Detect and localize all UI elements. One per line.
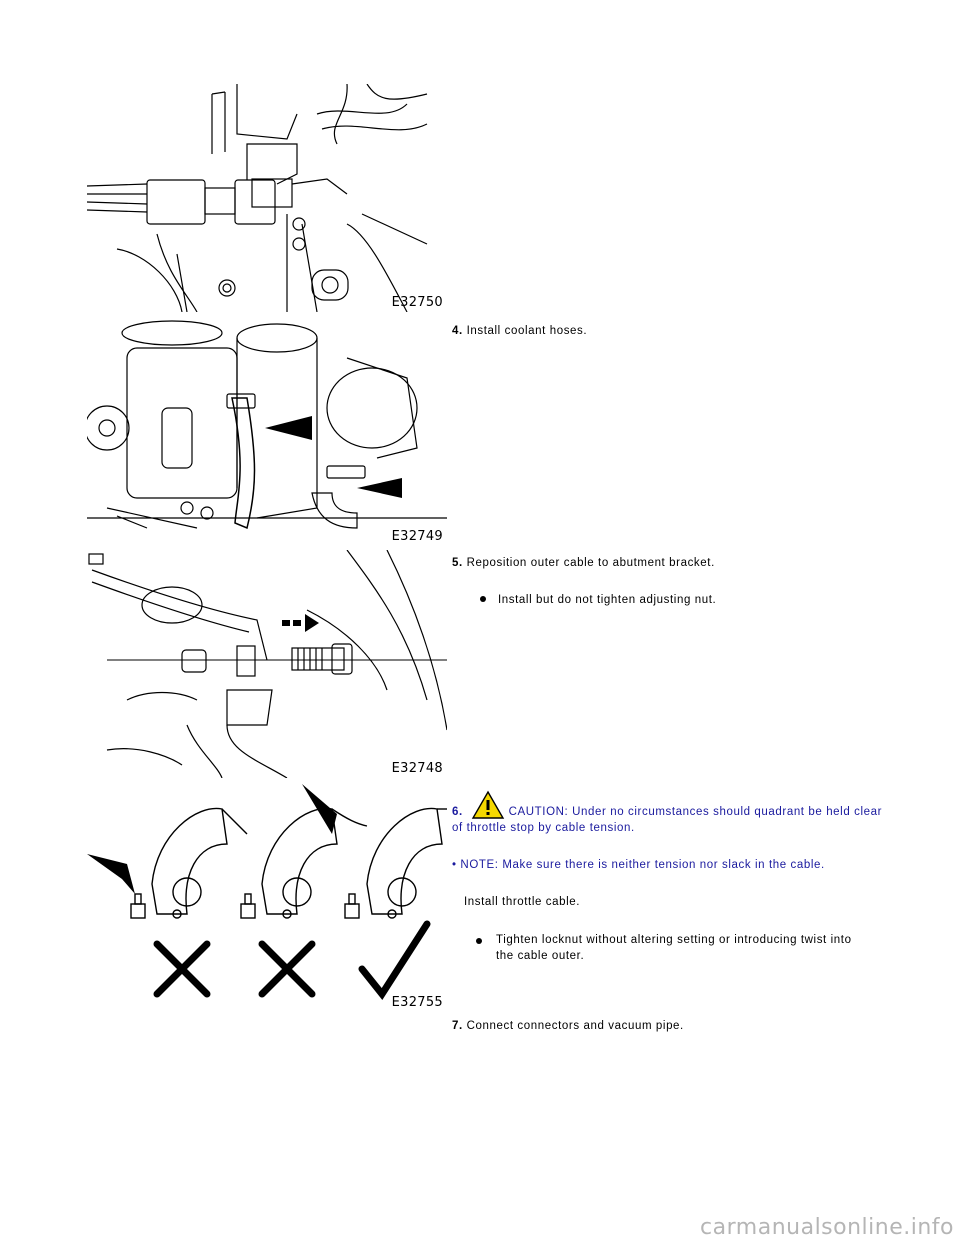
figure-code: E32750	[391, 295, 443, 310]
step-text: Reposition outer cable to abutment brack…	[466, 557, 715, 569]
step-number: 5.	[452, 557, 463, 569]
step-5-sub: Install but do not tighten adjusting nut…	[480, 592, 716, 608]
sub-text: Tighten locknut without altering setting…	[496, 934, 852, 962]
quadrant-illustration	[87, 784, 447, 1000]
watermark: carmanualsonline.info	[700, 1215, 954, 1240]
figure-code: E32748	[391, 761, 443, 776]
step-number: 4.	[452, 325, 463, 337]
sub-text: Install but do not tighten adjusting nut…	[498, 594, 717, 606]
step-5: 5. Reposition outer cable to abutment br…	[452, 555, 715, 571]
figure-code: E32755	[391, 995, 443, 1010]
step-text: Install throttle cable.	[464, 896, 581, 908]
figure-coolant-hoses: E32749	[87, 318, 447, 546]
step-4: 4. Install coolant hoses.	[452, 323, 587, 339]
step-6-caution: 6. CAUTION: Under no circumstances shoul…	[452, 790, 892, 836]
step-text: Connect connectors and vacuum pipe.	[466, 1020, 684, 1032]
note-text: • NOTE: Make sure there is neither tensi…	[452, 859, 825, 871]
coolant-hose-illustration	[87, 320, 447, 530]
step-6-sub: Tighten locknut without altering setting…	[476, 932, 860, 964]
step-7: 7. Connect connectors and vacuum pipe.	[452, 1018, 684, 1034]
figure-outer-cable: E32748	[87, 550, 447, 778]
throttle-cable-illustration	[88, 550, 447, 778]
figure-connectors: E32750	[87, 84, 447, 312]
step-6-note: • NOTE: Make sure there is neither tensi…	[452, 857, 825, 873]
warning-icon	[471, 790, 504, 819]
step-number: 6.	[452, 806, 463, 818]
bullet-icon	[480, 595, 486, 602]
step-number: 7.	[452, 1020, 463, 1032]
caution-text: CAUTION: Under no circumstances should q…	[452, 806, 883, 834]
step-text: Install coolant hoses.	[466, 325, 588, 337]
figure-code: E32749	[391, 529, 443, 544]
figure-quadrant-positions: E32755	[87, 784, 447, 1012]
bullet-icon	[476, 938, 482, 944]
connector-illustration	[87, 84, 428, 312]
step-6-text: Install throttle cable.	[464, 894, 580, 910]
